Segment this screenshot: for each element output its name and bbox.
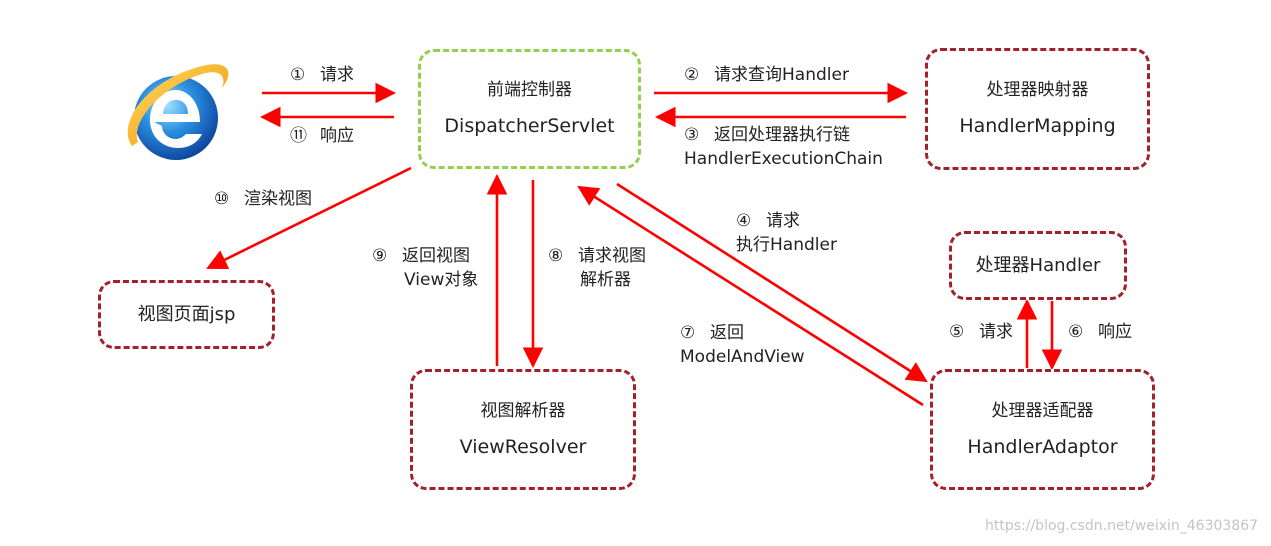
view-page-node: 视图页面jsp: [98, 280, 275, 349]
dispatcher-en-label: DispatcherServlet: [444, 115, 615, 137]
step-11-label: ⑪ 响应: [290, 125, 354, 148]
step-6-number: ⑥: [1068, 322, 1084, 342]
handler-adaptor-node: 处理器适配器 HandlerAdaptor: [930, 369, 1155, 490]
step-8-text: 请求视图: [578, 246, 646, 266]
handler-mapping-en-label: HandlerMapping: [959, 115, 1116, 137]
step-4-sublabel: 执行Handler: [736, 235, 837, 255]
handler-adaptor-en-label: HandlerAdaptor: [967, 435, 1118, 458]
step-9-number: ⑨: [372, 246, 388, 266]
view-page-cn-label: 视图页面jsp: [137, 303, 236, 325]
step-6-label: ⑥ 响应: [1068, 321, 1132, 344]
arrow-step-10: [206, 166, 412, 270]
step-9-text: 返回视图: [402, 246, 470, 266]
step-7-sublabel: ModelAndView: [680, 347, 805, 367]
step-3-sublabel: HandlerExecutionChain: [684, 149, 883, 169]
step-3-label: ③ 返回处理器执行链: [684, 124, 850, 147]
step-3-text: 返回处理器执行链: [714, 125, 850, 145]
step-5-label: ⑤ 请求: [949, 321, 1013, 344]
step-10-label: ⑩ 渲染视图: [214, 188, 312, 211]
handler-adaptor-cn-label: 处理器适配器: [991, 400, 1094, 421]
step-1-text: 请求: [320, 65, 354, 85]
view-resolver-en-label: ViewResolver: [459, 435, 587, 458]
handler-mapping-cn-label: 处理器映射器: [986, 80, 1089, 100]
step-10-number: ⑩: [214, 189, 230, 209]
step-5-text: 请求: [979, 322, 1013, 342]
step-1-number: ①: [290, 65, 306, 85]
step-2-label: ② 请求查询Handler: [684, 64, 849, 87]
step-8-label: ⑧ 请求视图: [548, 245, 646, 268]
step-9-sublabel: View对象: [404, 270, 479, 290]
step-6-text: 响应: [1098, 322, 1132, 342]
internet-explorer-icon: [127, 64, 229, 160]
step-10-text: 渲染视图: [244, 189, 312, 209]
step-11-text: 响应: [320, 126, 354, 146]
handler-mapping-node: 处理器映射器 HandlerMapping: [925, 48, 1150, 170]
step-7-number: ⑦: [680, 323, 696, 343]
step-7-text: 返回: [710, 323, 744, 343]
step-5-number: ⑤: [949, 322, 965, 342]
watermark: https://blog.csdn.net/weixin_46303867: [985, 518, 1259, 534]
step-11-number: ⑪: [290, 126, 307, 146]
step-8-number: ⑧: [548, 246, 564, 266]
dispatcher-servlet-node: 前端控制器 DispatcherServlet: [418, 49, 641, 169]
arrow-step-7: [577, 185, 924, 407]
step-2-text: 请求查询Handler: [714, 65, 849, 85]
step-4-text: 请求: [766, 211, 800, 231]
step-7-label: ⑦ 返回: [680, 322, 744, 345]
step-8-sublabel: 解析器: [580, 270, 631, 290]
step-3-number: ③: [684, 125, 700, 145]
handler-cn-label: 处理器Handler: [975, 254, 1101, 276]
step-4-number: ④: [736, 211, 752, 231]
view-resolver-cn-label: 视图解析器: [480, 400, 566, 421]
dispatcher-cn-label: 前端控制器: [487, 80, 572, 100]
handler-node: 处理器Handler: [949, 231, 1127, 300]
step-2-number: ②: [684, 65, 700, 85]
view-resolver-node: 视图解析器 ViewResolver: [410, 369, 636, 490]
step-4-label: ④ 请求: [736, 210, 800, 233]
arrow-step-4: [616, 182, 928, 383]
step-9-label: ⑨ 返回视图: [372, 245, 470, 268]
step-1-label: ① 请求: [290, 64, 354, 87]
